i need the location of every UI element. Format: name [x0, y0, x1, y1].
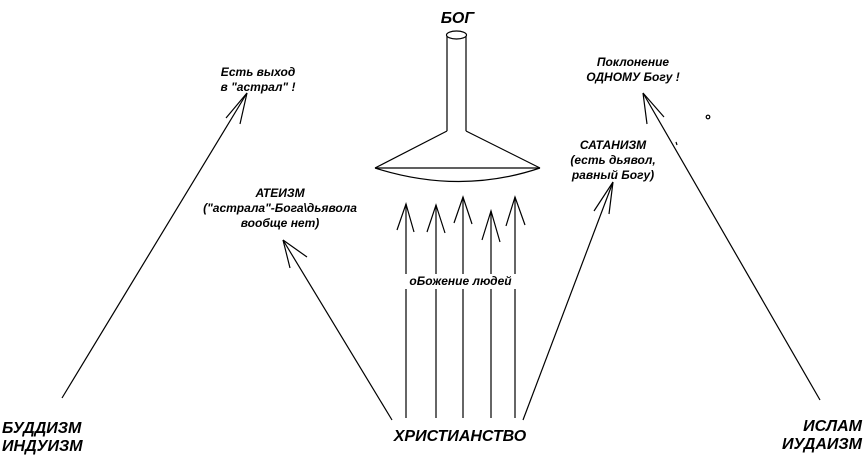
arrow-christianity-satanism	[522, 181, 614, 421]
islam-judaism-label: ИСЛАМ ИУДАИЗМ	[782, 418, 862, 453]
deification-arrows	[396, 195, 526, 418]
stray-dot	[705, 114, 711, 120]
astral-exit-label: Есть выход в "астрал" !	[220, 65, 296, 94]
deification-label: оБожение людей	[398, 274, 523, 289]
arrow-buddhism-astral	[61, 92, 248, 399]
atheism-label: АТЕИЗМ ("астрала"-Бога\дьявола вообще не…	[203, 186, 357, 230]
buddhism-hinduism-label: БУДДИЗМ ИНДУИЗМ	[2, 420, 83, 455]
christianity-label: ХРИСТИАНСТВО	[393, 428, 527, 445]
stray-mark	[675, 141, 678, 146]
worship-one-god-label: Поклонение ОДНОМУ Богу !	[586, 55, 680, 84]
arrow-christianity-atheism	[282, 239, 393, 421]
god-label: БОГ	[440, 10, 475, 27]
funnel-shape	[374, 30, 541, 183]
arrow-islam-onegod	[642, 92, 821, 401]
satanism-label: САТАНИЗМ (есть дьявол, равный Богу)	[570, 138, 656, 182]
